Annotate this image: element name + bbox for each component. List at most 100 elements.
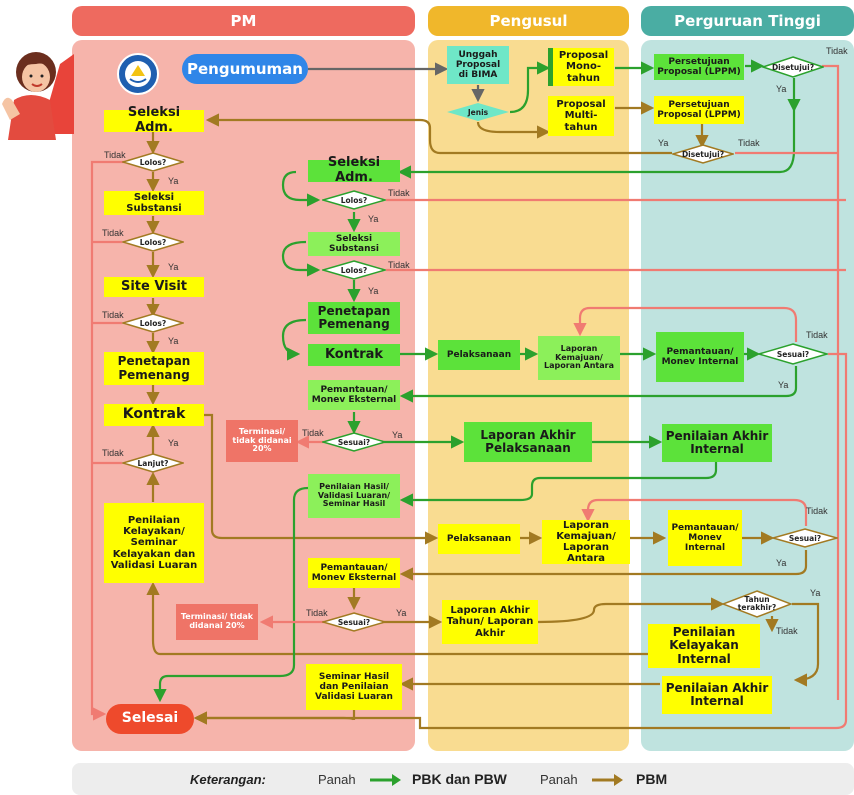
seleksi-adm-left: Seleksi Adm. xyxy=(104,106,204,135)
legend-panah-2: Panah xyxy=(540,772,578,787)
label-tidak: Tidak xyxy=(776,626,798,636)
persetujuan-lppm-2: Persetujuan Proposal (LPPM) xyxy=(654,96,744,124)
sesuai-decision-2: Sesuai? xyxy=(322,612,386,632)
seminar-hasil-node: Seminar Hasil dan Penilaian Validasi Lua… xyxy=(306,664,402,710)
label-tidak: Tidak xyxy=(102,448,124,458)
label-ya: Ya xyxy=(168,262,179,272)
penilaian-hasil-node: Penilaian Hasil/ Validasi Luaran/ Semina… xyxy=(308,474,400,518)
disetujui-decision-2: Disetujui? xyxy=(672,144,734,164)
laporan-kemajuan-node-1: Laporan Kemajuan/ Laporan Antara xyxy=(538,336,620,380)
tahun-terakhir-decision: Tahun terakhir? xyxy=(722,590,792,618)
seleksi-adm-right: Seleksi Adm. xyxy=(308,156,400,185)
monev-eksternal-1: Pemantauan/ Monev Eksternal xyxy=(308,380,400,410)
jenis-decision: Jenis xyxy=(446,102,510,122)
label-ya: Ya xyxy=(368,214,379,224)
disetujui-decision-1: Disetujui? xyxy=(762,56,824,78)
legend-bar: Keterangan: Panah PBK dan PBW Panah PBM xyxy=(72,763,854,795)
pelaksanaan-node-2: Pelaksanaan xyxy=(438,524,520,554)
label-ya: Ya xyxy=(392,430,403,440)
label-tidak: Tidak xyxy=(806,506,828,516)
lolos-left-3: Lolos? xyxy=(122,313,184,333)
pemantauan-internal-node-2: Pemantauan/ Monev Internal xyxy=(668,510,742,566)
green-arrow-icon xyxy=(370,774,401,786)
presenter-illustration xyxy=(2,52,74,140)
lolos-left-3-label: Lolos? xyxy=(139,318,167,328)
lolos-right-1: Lolos? xyxy=(322,190,386,210)
site-visit-node: Site Visit xyxy=(104,277,204,297)
laporan-akhir-pelaksanaan-node: Laporan Akhir Pelaksanaan xyxy=(464,422,592,462)
label-ya: Ya xyxy=(776,84,787,94)
legend-item-pbk-pbw: PBK dan PBW xyxy=(412,771,507,787)
kemdikbud-logo xyxy=(117,53,159,95)
penetapan-pemenang-right: Penetapan Pemenang xyxy=(308,302,400,334)
unggah-proposal-node: Unggah Proposal di BIMA xyxy=(447,46,509,84)
sesuai-pt-decision-1: Sesuai? xyxy=(758,343,828,365)
legend-panah-1: Panah xyxy=(318,772,356,787)
label-ya: Ya xyxy=(776,558,787,568)
kontrak-left: Kontrak xyxy=(104,404,204,426)
penilaian-akhir-internal-node-2: Penilaian Akhir Internal xyxy=(662,676,772,714)
label-tidak: Tidak xyxy=(826,46,848,56)
lolos-right-2: Lolos? xyxy=(322,260,386,280)
label-ya: Ya xyxy=(810,588,821,598)
label-tidak: Tidak xyxy=(102,228,124,238)
disetujui-label-2: Disetujui? xyxy=(681,149,725,159)
label-ya: Ya xyxy=(658,138,669,148)
sesuai-2-label: Sesuai? xyxy=(337,617,371,627)
sesuai-pt-decision-2: Sesuai? xyxy=(772,528,838,548)
label-tidak: Tidak xyxy=(306,608,328,618)
terminasi-node-1: Terminasi/ tidak didanai 20% xyxy=(226,420,298,462)
label-tidak: Tidak xyxy=(388,260,410,270)
label-tidak: Tidak xyxy=(738,138,760,148)
label-tidak: Tidak xyxy=(302,428,324,438)
tahun-terakhir-label: Tahun terakhir? xyxy=(737,594,777,612)
monev-eksternal-2: Pemantauan/ Monev Eksternal xyxy=(308,558,400,588)
lane-header-pm: PM xyxy=(72,6,415,36)
persetujuan-lppm-1: Persetujuan Proposal (LPPM) xyxy=(654,54,744,80)
lolos-left-2-label: Lolos? xyxy=(139,237,167,247)
sesuai-pt-2-label: Sesuai? xyxy=(788,533,822,543)
jenis-label: Jenis xyxy=(467,107,489,117)
lolos-left-2: Lolos? xyxy=(122,232,184,252)
label-ya: Ya xyxy=(168,438,179,448)
laporan-akhir-tahun-node: Laporan Akhir Tahun/ Laporan Akhir xyxy=(442,600,538,644)
penilaian-kelayakan-internal-node: Penilaian Kelayakan Internal xyxy=(648,624,760,668)
selesai-node: Selesai xyxy=(106,704,194,734)
lolos-right-1-label: Lolos? xyxy=(340,195,368,205)
penilaian-akhir-internal-node-1: Penilaian Akhir Internal xyxy=(662,424,772,462)
label-tidak: Tidak xyxy=(102,310,124,320)
sesuai-1-label: Sesuai? xyxy=(337,437,371,447)
legend-title: Keterangan: xyxy=(190,772,266,787)
sesuai-decision-1: Sesuai? xyxy=(322,432,386,452)
lanjut-decision: Lanjut? xyxy=(122,453,184,473)
label-tidak: Tidak xyxy=(806,330,828,340)
lolos-left-1-label: Lolos? xyxy=(139,157,167,167)
lanjut-label: Lanjut? xyxy=(137,458,169,468)
disetujui-label-1: Disetujui? xyxy=(771,62,815,72)
label-ya: Ya xyxy=(168,176,179,186)
lolos-right-2-label: Lolos? xyxy=(340,265,368,275)
proposal-mono-node: Proposal Mono-tahun xyxy=(548,48,614,86)
pemantauan-internal-node-1: Pemantauan/ Monev Internal xyxy=(656,332,744,382)
lolos-left-1: Lolos? xyxy=(122,152,184,172)
lane-header-perguruan-tinggi: Perguruan Tinggi xyxy=(641,6,854,36)
label-ya: Ya xyxy=(396,608,407,618)
brown-arrow-icon xyxy=(592,774,623,786)
label-ya: Ya xyxy=(368,286,379,296)
seleksi-substansi-left: Seleksi Substansi xyxy=(104,191,204,215)
label-tidak: Tidak xyxy=(388,188,410,198)
penetapan-pemenang-left: Penetapan Pemenang xyxy=(104,352,204,385)
label-ya: Ya xyxy=(778,380,789,390)
seleksi-substansi-right: Seleksi Substansi xyxy=(308,232,400,256)
sesuai-pt-1-label: Sesuai? xyxy=(776,349,810,359)
kontrak-right: Kontrak xyxy=(308,344,400,366)
pengumuman-node: Pengumuman xyxy=(182,54,308,84)
label-tidak: Tidak xyxy=(104,150,126,160)
lane-header-pengusul: Pengusul xyxy=(428,6,629,36)
proposal-multi-node: Proposal Multi-tahun xyxy=(548,96,614,136)
pelaksanaan-node-1: Pelaksanaan xyxy=(438,340,520,370)
terminasi-node-2: Terminasi/ tidak didanai 20% xyxy=(176,604,258,640)
laporan-kemajuan-node-2: Laporan Kemajuan/ Laporan Antara xyxy=(542,520,630,564)
label-ya: Ya xyxy=(168,336,179,346)
